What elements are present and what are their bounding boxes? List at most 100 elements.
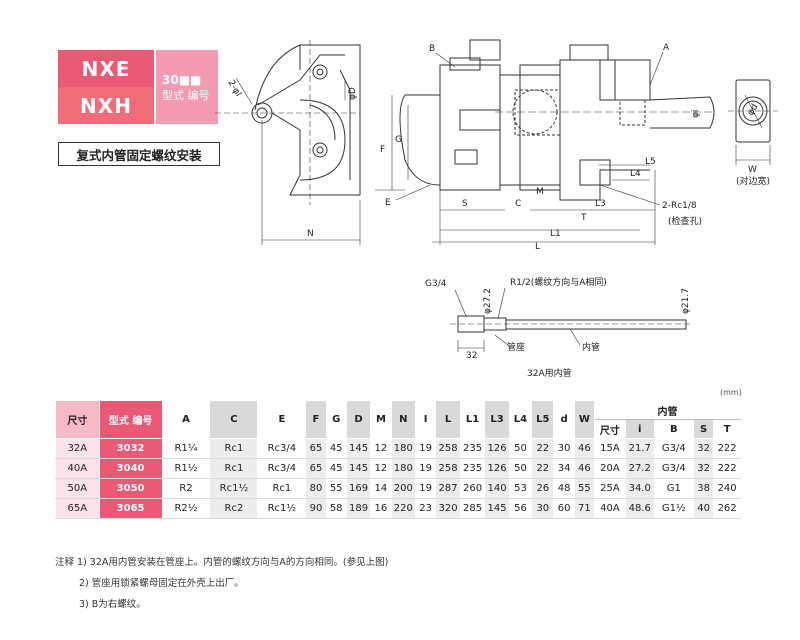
table-cell: 30 [553, 438, 575, 459]
table-cell: 126 [484, 458, 510, 479]
table-cell: 48 [553, 478, 575, 499]
table-cell: 169 [345, 478, 372, 499]
table-cell: 40A [593, 498, 626, 519]
label-w: W [748, 165, 757, 175]
table-cell: G1½ [653, 498, 695, 519]
label-l1: L1 [550, 229, 561, 239]
table-cell: 30 [531, 498, 555, 519]
table-cell: 40 [692, 498, 715, 519]
table-cell: G3/4 [653, 438, 695, 459]
table-cell: 22 [531, 438, 555, 459]
table-cell: 180 [390, 458, 417, 479]
end-view [728, 79, 778, 165]
table-cell: 145 [484, 498, 510, 519]
table-cell: 3040 [98, 458, 163, 479]
table-cell: 50A [55, 478, 100, 499]
spec-table: 尺寸 型式 编号 A C E F G D M N I L L1 L3 L4 L5… [55, 400, 742, 519]
table-cell: R2 [161, 478, 211, 499]
header-f: F [305, 400, 327, 439]
table-cell: Rc1½ [209, 478, 259, 499]
note-2: 2) 管座用锁紧螺母固定在外壳上出厂。 [79, 578, 244, 589]
inner-pipe-view [450, 287, 690, 352]
header-d-small: d [553, 400, 575, 439]
table-cell: 19 [415, 478, 437, 499]
label-t: T [580, 213, 587, 223]
series-names: NXE NXH [58, 50, 154, 124]
label-inner-pipe: 内管 [582, 341, 600, 353]
header-a: A [161, 400, 211, 439]
table-cell: 32 [692, 458, 715, 479]
table-cell: 240 [713, 478, 741, 499]
table-cell: 19 [415, 458, 437, 479]
table-cell: G3/4 [653, 458, 695, 479]
table-header-row: 尺寸 型式 编号 A C E F G D M N I L L1 L3 L4 L5… [55, 400, 742, 439]
note-1: 注释 1) 32A用内管安装在管座上。内管的螺纹方向与A的方向相同。(参见上图) [55, 557, 389, 568]
table-cell: 285 [459, 498, 486, 519]
table-cell: 58 [325, 498, 347, 519]
table-cell: 262 [713, 498, 741, 519]
header-e: E [257, 400, 307, 439]
table-cell: 45 [325, 438, 347, 459]
table-cell: 180 [390, 438, 417, 459]
table-cell: Rc1 [209, 438, 259, 459]
side-view [215, 40, 361, 245]
table-cell: 20A [593, 458, 626, 479]
table-cell: 40A [55, 458, 100, 479]
table-cell: 19 [415, 438, 437, 459]
label-l: L [535, 242, 540, 252]
table-cell: 16 [370, 498, 392, 519]
label-l4: L4 [630, 169, 641, 179]
label-l3: L3 [595, 199, 606, 209]
series-nxh: NXH [58, 87, 154, 124]
header-model: 型式 编号 [98, 400, 163, 439]
label-rc-port: 2-Rc1/8 [662, 201, 697, 211]
header-l1: L1 [459, 400, 486, 439]
label-b: B [429, 44, 435, 54]
inner-pipe-caption: 32A用内管 [527, 367, 572, 379]
table-cell: 3065 [98, 498, 163, 519]
header-inner-size: 尺寸 [593, 419, 626, 439]
header-l5: L5 [531, 400, 555, 439]
label-s: S [462, 199, 468, 209]
unit-label: (mm) [720, 388, 742, 397]
table-cell: 222 [713, 458, 741, 479]
table-cell: 126 [484, 438, 510, 459]
header-n: N [390, 400, 417, 439]
header-size: 尺寸 [55, 400, 100, 439]
table-cell: 53 [508, 478, 533, 499]
header-inner-b: B [653, 419, 695, 439]
label-r12: R1/2(螺纹方向与A相同) [510, 276, 607, 288]
table-cell: 260 [459, 478, 486, 499]
note-3: 3) B为右螺纹。 [79, 599, 146, 610]
technical-drawing: 2-φl φD N B A G F E S C M T L3 L1 L L4 L… [215, 39, 778, 379]
label-f: F [380, 145, 385, 155]
table-cell: 200 [390, 478, 417, 499]
table-cell: 34.0 [624, 478, 655, 499]
table-cell: R1½ [161, 458, 211, 479]
table-cell: 48.6 [624, 498, 655, 519]
table-cell: 320 [435, 498, 461, 519]
table-subheader-row: 尺寸 i B S T [56, 419, 741, 439]
label-w-note: (对边宽) [736, 175, 770, 187]
main-view [375, 39, 715, 245]
table-cell: 45 [325, 458, 347, 479]
table-cell: 15A [593, 438, 626, 459]
table-cell: 38 [692, 478, 715, 499]
header-g: G [325, 400, 347, 439]
header-l3: L3 [484, 400, 510, 439]
table-cell: 32 [692, 438, 715, 459]
label-dim32: 32 [466, 351, 477, 361]
table-cell: 258 [435, 458, 461, 479]
table-cell: 145 [345, 458, 372, 479]
header-c: C [209, 400, 259, 439]
header-inner-s: S [692, 419, 715, 439]
series-badge: NXE NXH 30■■ 型式 编号 [58, 50, 218, 124]
label-phi217: φ21.7 [681, 288, 691, 314]
table-cell: Rc1 [257, 478, 307, 499]
table-cell: 32A [55, 438, 100, 459]
